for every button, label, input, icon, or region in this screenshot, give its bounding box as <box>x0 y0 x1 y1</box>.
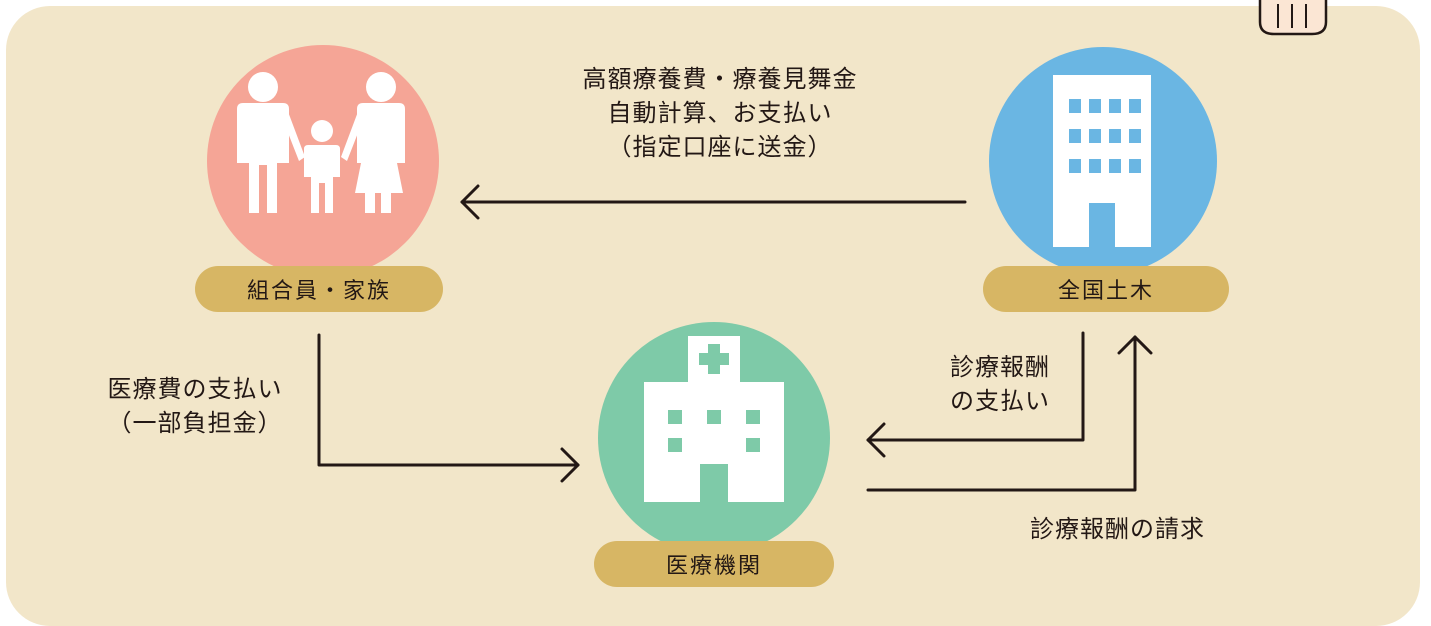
family-to-hospital-line-2: （一部負担金） <box>107 409 283 437</box>
family-label-pill: 組合員・家族 <box>195 266 443 312</box>
office-to-family-line-2: 自動計算、お支払い <box>607 99 833 127</box>
office-to-family-line-1: 高額療養費・療養見舞金 <box>582 65 858 93</box>
office-node-circle <box>989 47 1217 275</box>
arrowhead-office <box>1117 335 1153 355</box>
hand-illustration-icon <box>1258 0 1328 36</box>
arrow-office-to-hospital <box>866 331 1085 442</box>
arrowhead-hospital-right <box>866 422 886 458</box>
office-label-pill: 全国土木 <box>983 266 1229 312</box>
arrow-hospital-to-office <box>866 335 1137 492</box>
hospital-to-office-text: 診療報酬の請求 <box>1030 515 1205 543</box>
office-label: 全国土木 <box>1057 279 1154 304</box>
family-to-hospital-text: 医療費の支払い （一部負担金） <box>80 372 310 440</box>
arrow-family-to-hospital <box>317 333 580 467</box>
family-to-hospital-line-1: 医療費の支払い <box>107 375 283 403</box>
building-icon <box>1053 75 1151 247</box>
family-node-circle <box>207 45 439 277</box>
arrowhead-family <box>460 184 480 220</box>
office-to-hospital-line-1: 診療報酬 <box>950 353 1050 381</box>
office-to-family-text: 高額療養費・療養見舞金 自動計算、お支払い （指定口座に送金） <box>520 62 920 164</box>
arrowhead-hospital-left <box>560 447 580 483</box>
office-to-hospital-line-2: の支払い <box>950 387 1050 415</box>
hospital-label: 医療機関 <box>665 554 762 579</box>
connector-arrows <box>317 184 1153 492</box>
hospital-label-pill: 医療機関 <box>594 541 834 587</box>
hospital-icon <box>644 336 784 502</box>
office-to-hospital-text: 診療報酬 の支払い <box>925 350 1075 418</box>
office-to-family-line-3: （指定口座に送金） <box>607 133 833 161</box>
family-icon <box>237 72 405 213</box>
family-label: 組合員・家族 <box>246 279 391 304</box>
hospital-node-circle <box>598 322 830 554</box>
